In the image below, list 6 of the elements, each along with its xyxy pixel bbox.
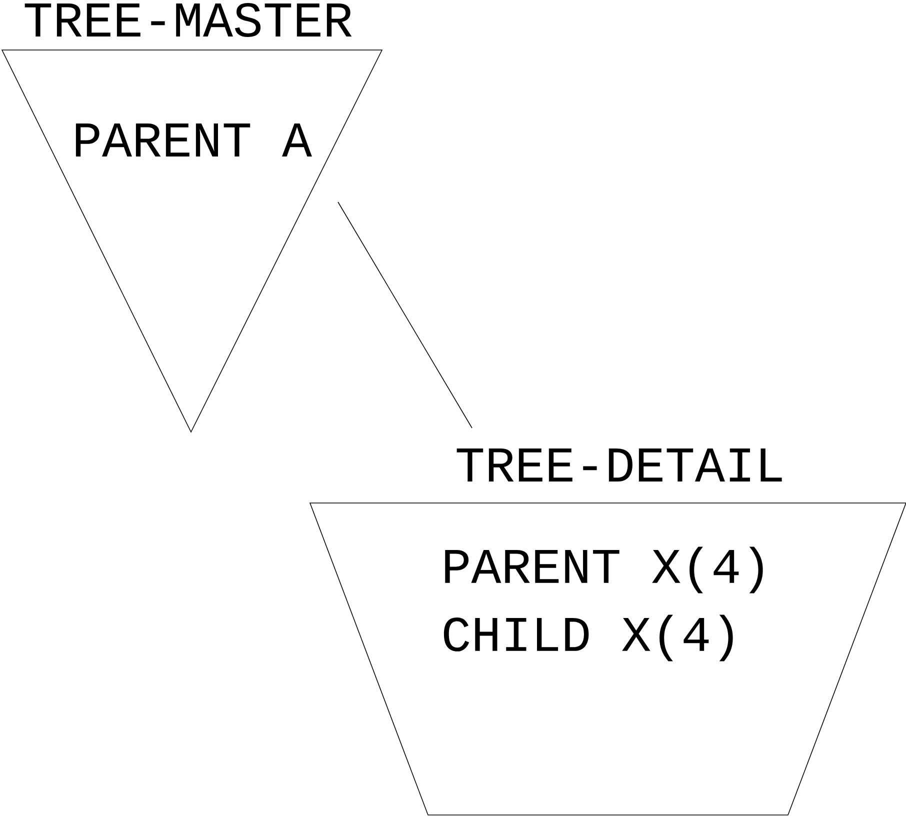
- connector-line: [338, 202, 472, 428]
- node-text: PARENT A: [76, 124, 312, 156]
- node-text: PARENT X(4): [445, 546, 763, 594]
- node-heading: TREE-MASTER: [24, 3, 352, 37]
- node-text: CHILD X(4): [444, 614, 733, 662]
- node-heading: TREE-DETAIL: [456, 448, 782, 482]
